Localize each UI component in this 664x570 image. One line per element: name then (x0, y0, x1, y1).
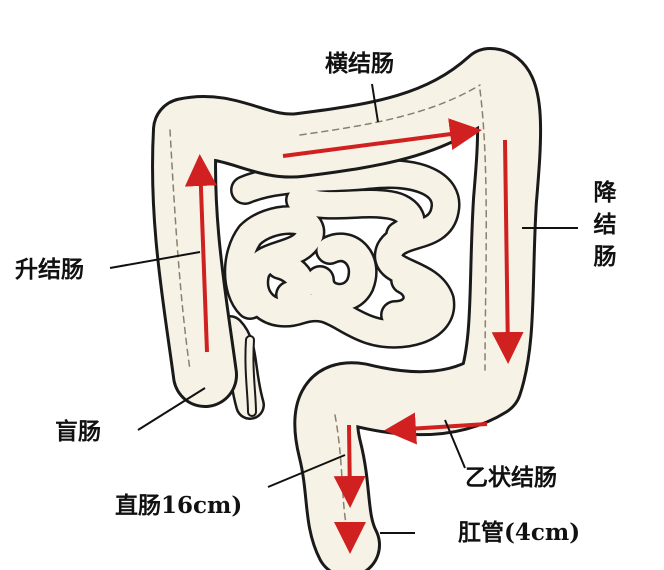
large-intestine (151, 47, 543, 570)
label-transverse-colon: 横结肠 (325, 50, 394, 77)
label-descending-colon: 降结肠 (593, 179, 617, 270)
label-anal-canal: 肛管(4cm) (458, 519, 581, 546)
ascending-arrow (184, 154, 217, 353)
transverse-arrow (282, 118, 482, 158)
small-intestine (215, 159, 461, 420)
label-rectum: 直肠16cm) (115, 492, 243, 519)
label-sigmoid-colon: 乙状结肠 (465, 464, 557, 491)
leader-lines (109, 83, 578, 534)
label-ascending-colon: 升结肠 (15, 256, 84, 283)
flow-arrows (184, 118, 524, 554)
rectum-arrow (333, 424, 366, 508)
descending-arrow (491, 139, 524, 364)
sigmoid-arrow (384, 412, 488, 445)
label-cecum: 盲肠 (55, 418, 101, 445)
